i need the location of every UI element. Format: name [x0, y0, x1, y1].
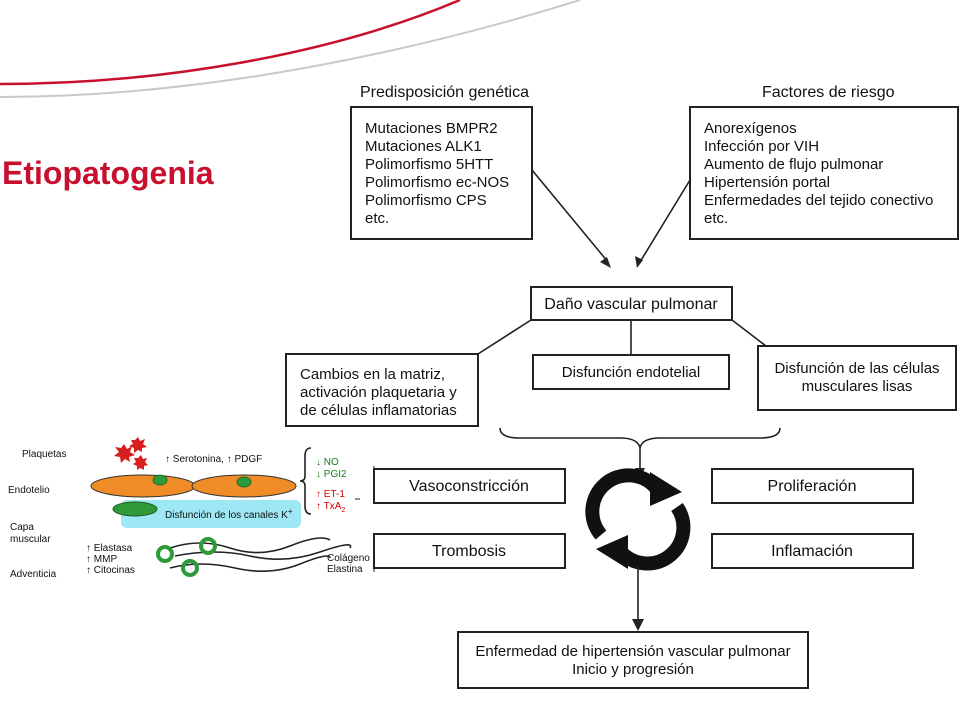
et1-label: ↑ ET-1	[316, 489, 345, 500]
cycle-icon	[585, 468, 691, 571]
platelet-icon	[114, 437, 148, 470]
serotonin-label: ↑ Serotonina, ↑ PDGF	[165, 454, 262, 465]
muscle-box	[757, 345, 957, 411]
arrowhead	[600, 257, 611, 268]
genetic-item: Mutaciones ALK1	[365, 138, 482, 155]
pgi2-label: ↓ PGI2	[316, 469, 347, 480]
txa2-label: ↑ TxA2	[316, 501, 345, 514]
outcome-box	[457, 631, 809, 689]
proliferation-box	[711, 468, 914, 504]
risk-list: Anorexígenos Infección por VIH Aumento d…	[704, 120, 933, 227]
vessel-illustration: Plaquetas Endotelio Capa muscular Advent…	[8, 437, 375, 580]
muscle-label: musculares lisas	[802, 378, 913, 395]
genetic-heading: Predisposición genética	[360, 84, 529, 101]
matrix-box	[285, 353, 479, 427]
genetic-item: Polimorfismo ec-NOS	[365, 174, 509, 191]
risk-item: Aumento de flujo pulmonar	[704, 156, 883, 173]
muscle-label: Disfunción de las células	[774, 360, 939, 377]
connector-damage-matrix	[477, 319, 532, 355]
genetic-list: Mutaciones BMPR2 Mutaciones ALK1 Polimor…	[365, 120, 509, 227]
endothelial-cell-nucleus	[236, 476, 252, 488]
mediator-brace	[299, 447, 312, 515]
risk-item: Hipertensión portal	[704, 174, 830, 191]
risk-item: etc.	[704, 210, 728, 227]
label-muscle-layer: muscular	[10, 534, 51, 545]
label-adventitia: Adventicia	[10, 569, 57, 580]
risk-box	[689, 106, 959, 240]
thrombosis-label: Trombosis	[432, 543, 506, 560]
outcome-label: Inicio y progresión	[572, 661, 694, 678]
endothelial-cell-nucleus	[152, 474, 168, 486]
genetic-box	[350, 106, 533, 240]
endothelial-cell	[90, 474, 196, 498]
outcome-label: Enfermedad de hipertensión vascular pulm…	[475, 643, 790, 660]
risk-item: Anorexígenos	[704, 120, 797, 137]
header-swoosh-red	[0, 0, 461, 86]
inflammation-box	[711, 533, 914, 569]
vasoconstriction-label: Vasoconstricción	[409, 478, 529, 495]
matrix-label: Cambios en la matriz,	[300, 366, 445, 383]
connector-damage-muscle	[731, 319, 767, 347]
elastase-label: ↑ Elastasa	[86, 543, 133, 554]
damage-box	[530, 286, 733, 321]
endothelial-label: Disfunción endotelial	[562, 364, 700, 381]
label-platelets: Plaquetas	[22, 449, 66, 460]
elastin-label: Elastina	[327, 564, 363, 575]
adventitia-cell	[156, 545, 174, 563]
matrix-label: activación plaquetaria y	[300, 384, 457, 401]
risk-item: Enfermedades del tejido conectivo	[704, 192, 933, 209]
cytokines-label: ↑ Citocinas	[86, 565, 135, 576]
risk-heading: Factores de riesgo	[762, 84, 895, 101]
no-label: ↓ NO	[316, 457, 339, 468]
vasoconstriction-box	[373, 468, 566, 504]
arrowhead	[635, 256, 643, 268]
label-muscle-layer: Capa	[10, 522, 34, 533]
elastin-fiber	[169, 555, 331, 572]
page-title: Etiopatogenia	[2, 155, 214, 191]
k-channel-band	[121, 500, 301, 528]
arrow-genetic-to-damage	[531, 169, 609, 263]
genetic-item: etc.	[365, 210, 389, 227]
collagen-label: Colágeno	[327, 553, 370, 564]
adventitia-cell	[181, 559, 199, 577]
adventitia-cell	[199, 537, 217, 555]
label-endothelium: Endotelio	[8, 485, 50, 496]
grouping-brace	[499, 427, 781, 449]
arrowhead	[632, 619, 644, 631]
genetic-item: Polimorfismo CPS	[365, 192, 487, 209]
proliferation-label: Proliferación	[768, 478, 857, 495]
damage-label: Daño vascular pulmonar	[544, 296, 718, 313]
genetic-item: Polimorfismo 5HTT	[365, 156, 493, 173]
smooth-muscle-cell	[112, 501, 158, 517]
inflammation-label: Inflamación	[771, 543, 853, 560]
header-swoosh-grey	[0, 0, 581, 98]
matrix-label: de células inflamatorias	[300, 402, 457, 419]
mmp-label: ↑ MMP	[86, 554, 117, 565]
collagen-fiber	[169, 537, 331, 554]
k-channel-label: Disfunción de los canales K+	[165, 507, 293, 521]
genetic-item: Mutaciones BMPR2	[365, 120, 498, 137]
risk-item: Infección por VIH	[704, 138, 819, 155]
arrow-risk-to-damage	[639, 179, 691, 263]
endothelial-box	[532, 354, 730, 390]
